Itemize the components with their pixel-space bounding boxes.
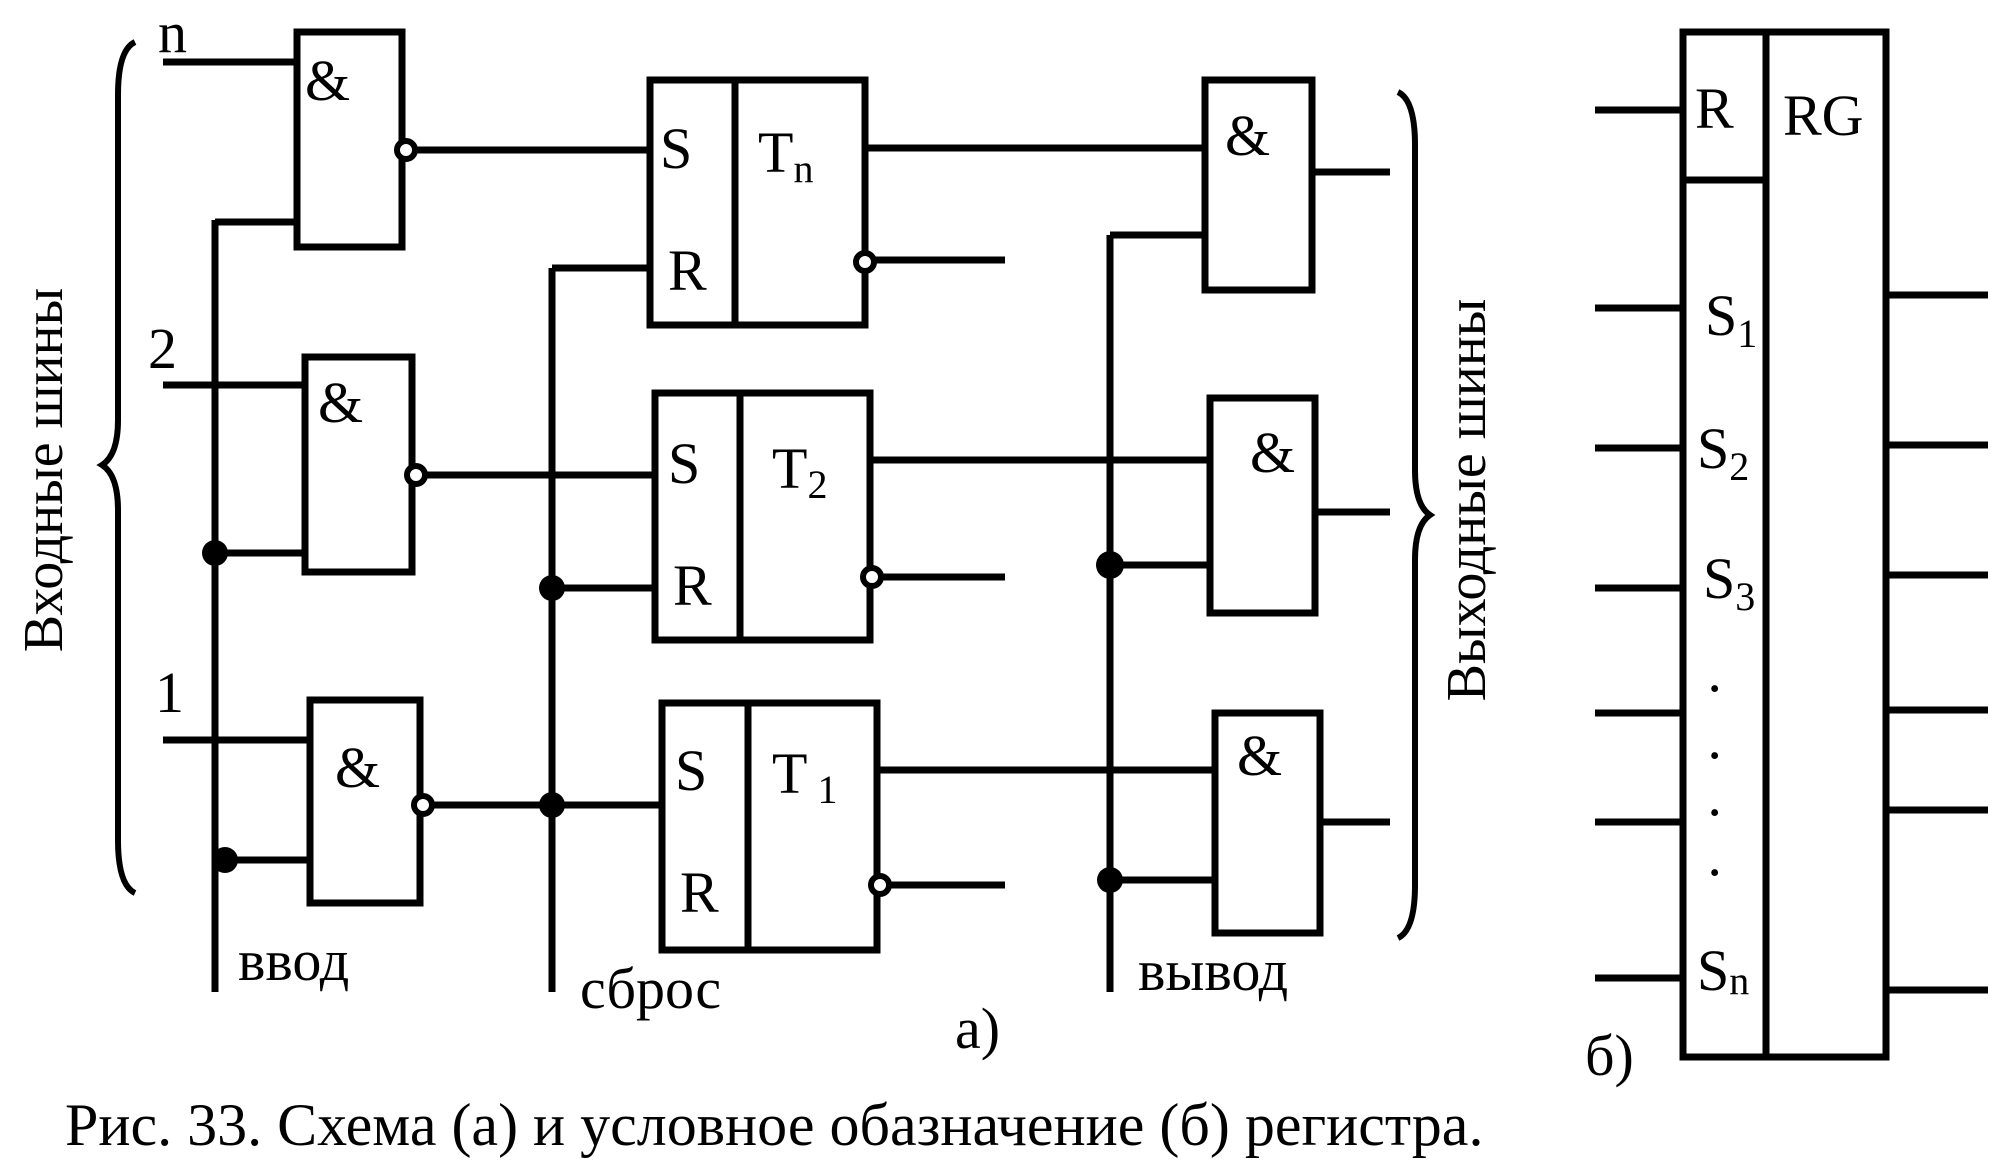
t1-inversion-circle [868,873,892,897]
and-gate-n-symbol: & [305,48,350,113]
register-s3-label: S3 [1703,546,1755,619]
part-b-label: б) [1585,1023,1634,1088]
trigger-t2 [651,389,874,644]
and-gate-out-mid [1206,394,1319,617]
and-gate-1-symbol: & [335,735,380,800]
and-gate-1 [306,696,424,907]
gate-2-inversion-circle [404,463,428,487]
and-gate-out-mid-symbol: & [1250,420,1295,485]
input-bus-label: Входные шины [13,288,75,653]
trigger-tn-s-label: S [660,116,692,181]
trigger-t2-name: T2 [772,436,827,507]
and-gate-n [293,28,406,251]
trigger-t1-s-label: S [675,738,707,803]
output-bus-brace [1396,89,1436,941]
t2-inversion-circle [860,565,884,589]
input-bus-brace [96,39,137,896]
register-ellipsis-dot: · [1705,656,1724,721]
register-s2-label: S2 [1697,416,1749,489]
output-bus-label: Выходные шины [1436,299,1498,702]
enter-junction-1 [212,847,238,873]
register-reset-label: R [1695,76,1734,141]
register-ellipsis-dot: · [1705,780,1724,845]
trigger-t1 [658,699,881,954]
reset-label: сброс [580,956,721,1021]
register-symbol [1679,28,1890,1061]
trigger-t2-s-label: S [668,431,700,496]
trigger-t2-r-label: R [673,553,712,618]
gate-n-inversion-circle [394,138,418,162]
trigger-t1-r-label: R [680,860,719,925]
register-s1-label: S1 [1705,283,1757,356]
and-gate-out-bot-symbol: & [1237,723,1282,788]
output-junction-mid [1096,551,1124,579]
and-gate-out-top-symbol: & [1225,103,1270,168]
register-ellipsis-dot: · [1705,723,1724,788]
and-gate-out-top [1201,76,1316,294]
part-a-label: а) [955,996,1000,1061]
input-n-label: n [158,0,187,65]
tn-inversion-circle [853,250,877,274]
output-label: вывод [1138,938,1288,1003]
trigger-tn-name: Tn [758,120,813,191]
figure-caption: Рис. 33. Схема (а) и условное обазначени… [65,1092,1483,1158]
gate-1-inversion-circle [411,793,435,817]
trigger-tn-r-label: R [668,238,707,303]
reset-junction-1 [539,792,565,818]
trigger-tn [646,76,869,329]
input-1-label: 1 [155,660,184,725]
register-sn-label: Sn [1697,938,1749,1003]
reset-junction-2 [539,575,565,601]
output-junction-bot [1097,867,1123,893]
register-ellipsis-dot: · [1705,840,1724,905]
and-gate-2-symbol: & [318,370,363,435]
and-gate-2 [301,353,416,576]
enter-label: ввод [238,928,349,993]
register-name: RG [1783,83,1864,148]
enter-junction-2 [202,540,228,566]
input-2-label: 2 [148,316,177,381]
